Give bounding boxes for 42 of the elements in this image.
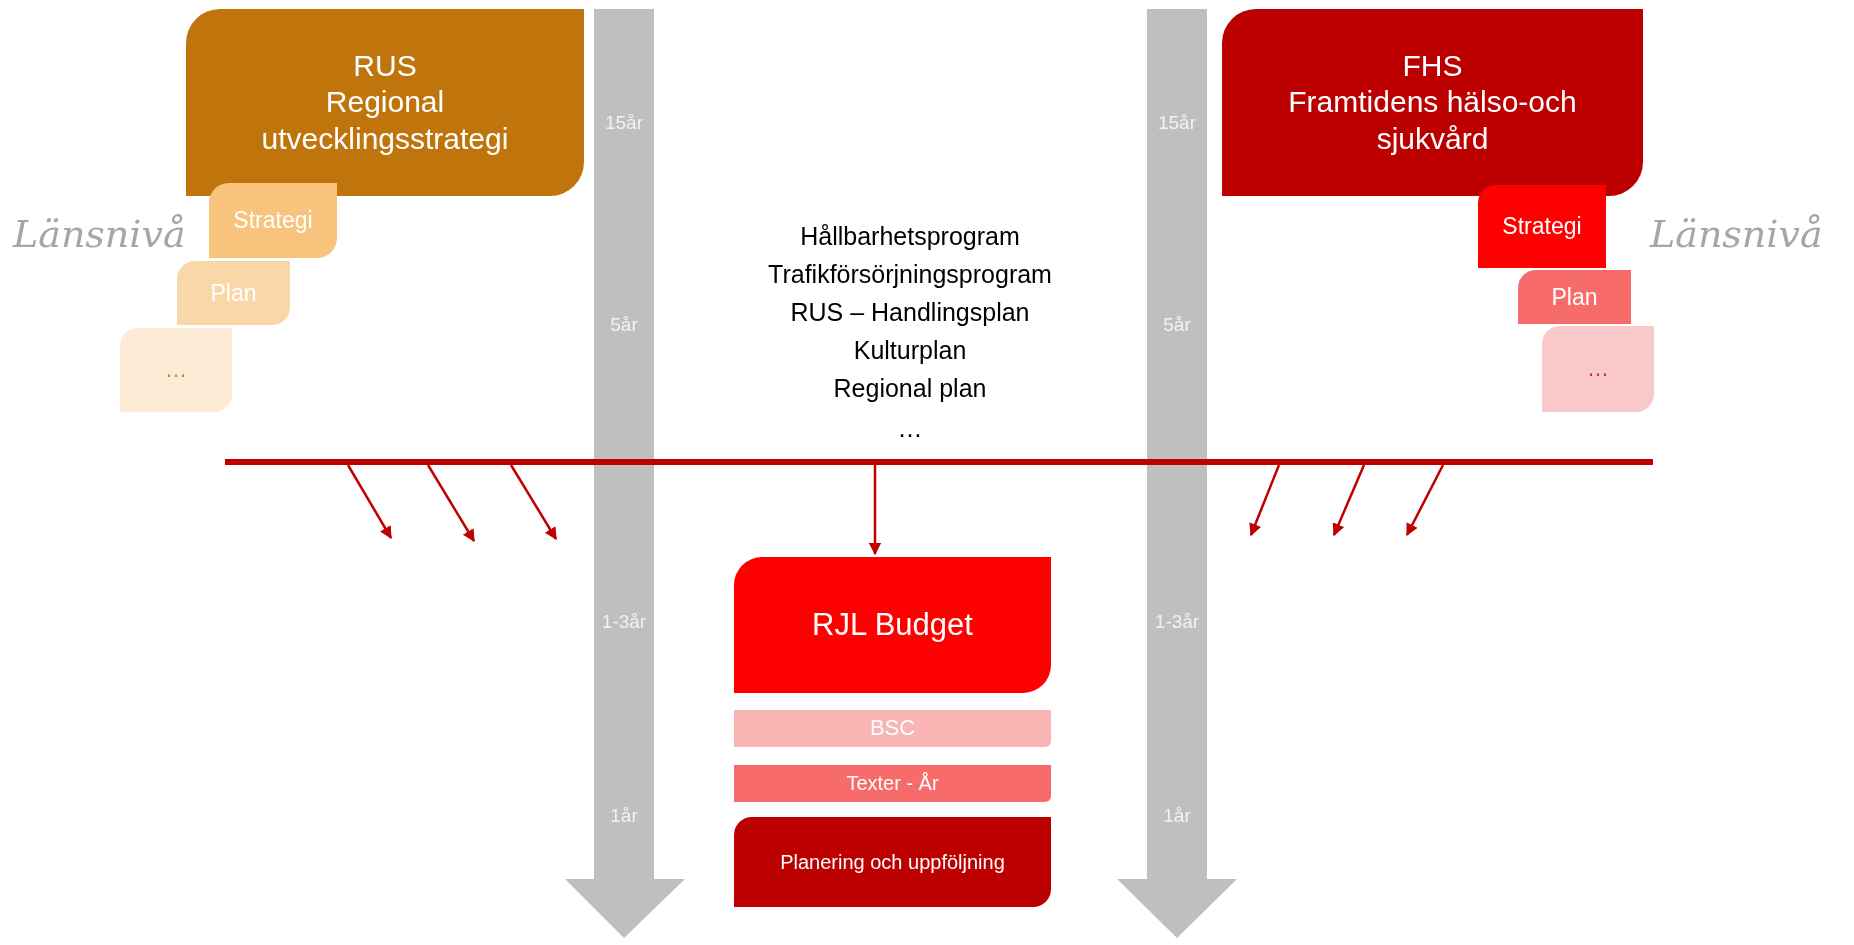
box-heading: RUS [353, 47, 417, 84]
box-label: Plan [1551, 282, 1598, 311]
layer-box [734, 817, 1051, 907]
box-label: … [1587, 355, 1609, 383]
strategy-box [1222, 9, 1643, 196]
level-box [177, 261, 290, 325]
box-label: … [165, 356, 187, 384]
plan-label: Trafikförsörjningsprogram [768, 260, 1052, 289]
arrow [346, 464, 393, 540]
level-box [209, 183, 337, 258]
box-label: RJL Budget [812, 606, 973, 644]
arrow [1405, 464, 1445, 537]
level-label: Länsnivå [13, 212, 186, 256]
arrow [868, 465, 882, 556]
arrow [509, 464, 558, 541]
box-label: Strategi [233, 206, 313, 235]
box-label: Texter - År [846, 771, 939, 796]
level-box [1542, 326, 1654, 412]
layer-box [734, 765, 1051, 802]
arrow [426, 464, 476, 543]
arrow [1332, 464, 1366, 537]
plan-label: Kulturplan [853, 336, 967, 365]
budget-box [734, 557, 1051, 693]
strategy-box [186, 9, 584, 196]
level-box [1518, 270, 1631, 324]
layer-box [734, 710, 1051, 747]
level-box [120, 328, 232, 412]
level-box [1478, 185, 1606, 268]
box-label: Planering och uppföljning [780, 849, 1005, 875]
box-label: Regional utvecklingsstrategi [260, 84, 510, 157]
box-label: Strategi [1502, 212, 1582, 241]
plan-label: Hållbarhetsprogram [800, 222, 1020, 251]
plan-label: Regional plan [833, 374, 987, 403]
box-heading: FHS [1402, 47, 1463, 84]
box-label: Framtidens hälso-och sjukvård [1287, 84, 1578, 157]
level-label: Länsnivå [1650, 212, 1823, 256]
plan-label: RUS – Handlingsplan [790, 298, 1030, 327]
arrow [1249, 464, 1281, 537]
plan-label: … [897, 414, 923, 443]
divider-bar [225, 459, 1653, 465]
box-label: Plan [210, 278, 257, 307]
box-label: BSC [869, 715, 916, 742]
